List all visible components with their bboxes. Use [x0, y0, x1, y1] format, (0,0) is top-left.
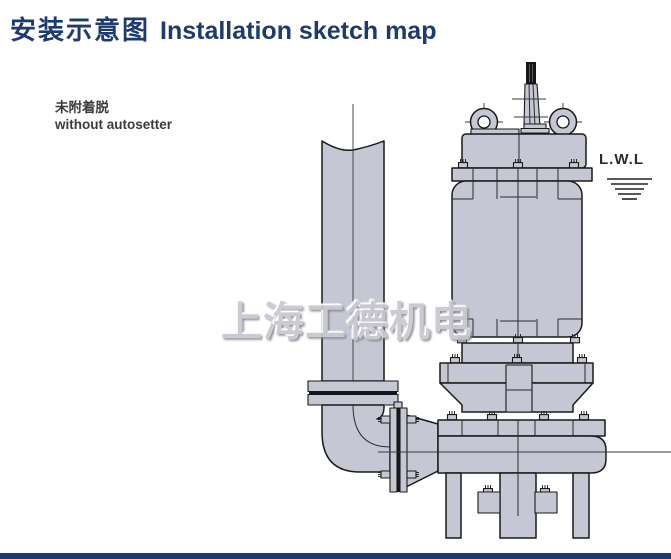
discharge-throat: [505, 364, 533, 413]
motor-housing: [451, 180, 583, 338]
flange-bolt: [406, 415, 419, 424]
watermark-text: 上海工德机电: [221, 299, 473, 345]
power-cable: [512, 62, 548, 127]
page-title-english: Installation sketch map: [160, 17, 437, 45]
stand-leg-left: [445, 472, 462, 539]
pump-stand: [445, 472, 590, 539]
footer-bar: [0, 553, 671, 559]
water-level-label: L.W.L: [599, 151, 644, 168]
page-title-chinese: 安装示意图: [10, 15, 151, 45]
note-line-english: without autosetter: [55, 117, 172, 132]
flange-bolt: [378, 415, 391, 424]
stand-leg-right: [572, 472, 590, 539]
note-line-chinese: 未附着脱: [55, 100, 109, 115]
cable-end: [526, 62, 536, 84]
water-level-symbol: [607, 178, 652, 200]
installation-note: 未附着脱 without autosetter: [55, 99, 172, 133]
discharge-pipe: [321, 104, 385, 404]
page-title: 安装示意图 Installation sketch map: [10, 10, 436, 47]
flange-bolt: [378, 470, 391, 479]
pump-top-cover: [461, 128, 587, 169]
discharge-elbow: [321, 404, 391, 473]
elbow-flange: [378, 401, 419, 493]
seal-chamber: [439, 333, 594, 413]
volute-casing: [437, 410, 607, 474]
pipe-flange: [307, 380, 399, 406]
flange-bolt: [406, 470, 419, 479]
